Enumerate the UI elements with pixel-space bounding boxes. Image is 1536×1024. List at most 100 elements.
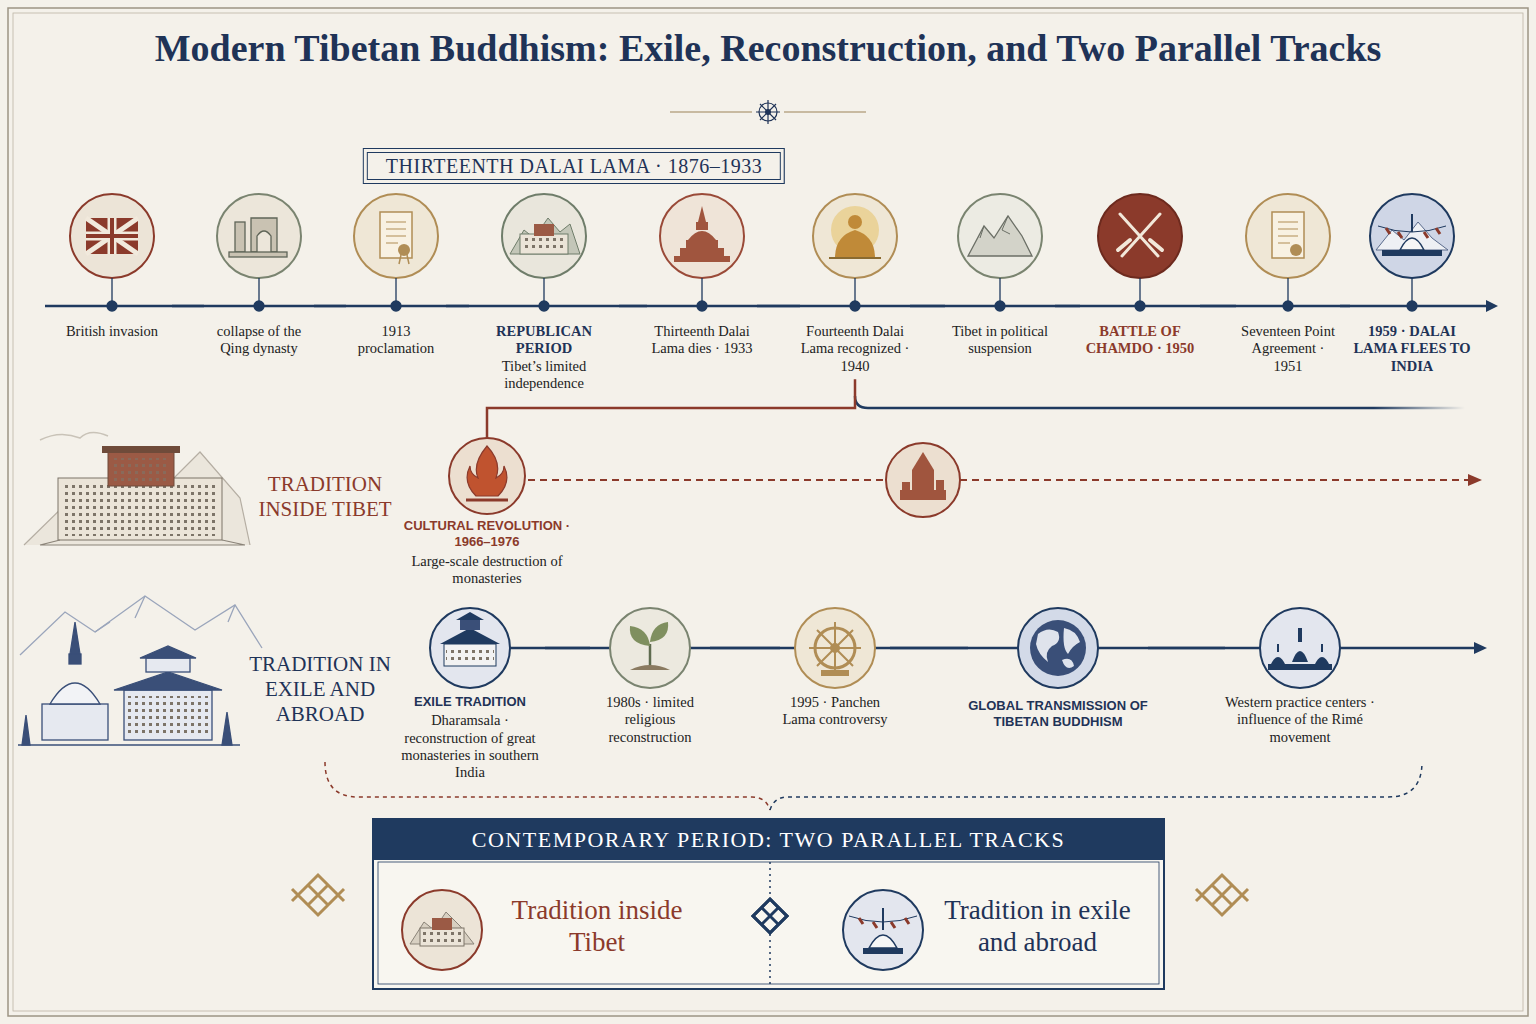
event-dots bbox=[391, 301, 401, 311]
exile-track bbox=[456, 612, 484, 620]
event-circles bbox=[229, 252, 287, 257]
event-node: British invasion bbox=[52, 193, 172, 340]
event-circles bbox=[354, 194, 438, 278]
exile-monastery-illustration bbox=[18, 596, 262, 745]
event-circles bbox=[502, 194, 586, 278]
potala-illustration bbox=[102, 446, 180, 453]
event-circles bbox=[217, 194, 301, 278]
event-circles bbox=[813, 194, 897, 278]
event-circles bbox=[534, 224, 554, 236]
node-heading: REPUBLICAN PERIOD bbox=[469, 323, 619, 358]
event-circles bbox=[688, 231, 716, 240]
timeline-connector bbox=[314, 305, 346, 308]
timeline-axis bbox=[1486, 300, 1498, 312]
page-frame bbox=[13, 13, 1523, 1011]
event-circles bbox=[86, 218, 138, 254]
exile-track bbox=[610, 608, 690, 688]
exile-track bbox=[650, 622, 668, 642]
exile-track bbox=[630, 626, 650, 646]
node-heading: Tradition in exile and abroad bbox=[933, 894, 1142, 959]
timeline-connector bbox=[446, 305, 469, 308]
node-heading: 1980s · limited religious reconstruction bbox=[590, 694, 710, 746]
exile-monastery-illustration bbox=[69, 654, 81, 664]
exile-monastery-illustration bbox=[140, 646, 196, 658]
summary-node: Tradition inside Tibet bbox=[397, 876, 697, 976]
event-circles bbox=[399, 255, 409, 264]
event-dots bbox=[254, 301, 264, 311]
contemporary-box-art bbox=[753, 899, 787, 933]
event-circles bbox=[1098, 194, 1182, 278]
event-circles bbox=[1272, 212, 1304, 258]
title-ornament bbox=[670, 100, 866, 124]
event-node: Fourteenth Dalai Lama recognized · 1940 bbox=[800, 193, 910, 375]
text-wrap: Tradition in exile and abroad bbox=[933, 894, 1142, 959]
node-heading: CONTEMPORARY PERIOD: TWO PARALLEL TRACKS bbox=[374, 820, 1163, 860]
track-node: Western practice centers · influence of … bbox=[1225, 608, 1375, 746]
node-heading: British invasion bbox=[52, 323, 172, 340]
event-node: Tibet in political suspension bbox=[945, 193, 1055, 358]
exile-track bbox=[440, 628, 500, 644]
diagram-title: Modern Tibetan Buddhism: Exile, Reconstr… bbox=[0, 26, 1536, 70]
event-circles bbox=[1400, 238, 1424, 250]
potala-illustration bbox=[24, 432, 250, 545]
timeline-connector bbox=[890, 647, 968, 650]
event-circles bbox=[1278, 222, 1298, 243]
exile-track bbox=[446, 648, 494, 662]
exile-monastery-illustration bbox=[114, 672, 222, 690]
node-heading: Thirteenth Dalai Lama dies · 1933 bbox=[647, 323, 757, 358]
node-body: Dharamsala · reconstruction of great mon… bbox=[395, 712, 545, 782]
exile-monastery-illustration bbox=[20, 596, 262, 655]
exile-track bbox=[1321, 644, 1323, 652]
inside-tibet-track bbox=[912, 452, 934, 470]
contemporary-box-art bbox=[432, 918, 452, 930]
exile-track bbox=[795, 608, 875, 688]
track-bracket bbox=[325, 762, 1422, 810]
node-heading: Seventeen Point Agreement · 1951 bbox=[1236, 323, 1340, 375]
contemporary-box-art bbox=[420, 928, 464, 946]
era-header-box: THIRTEENTH DALAI LAMA · 1876–1933 bbox=[363, 148, 785, 184]
timeline-connector bbox=[619, 305, 647, 308]
node-heading: 1913 proclamation bbox=[346, 323, 446, 358]
event-circles bbox=[1120, 214, 1160, 256]
event-circles bbox=[398, 244, 410, 256]
potala-illustration bbox=[112, 458, 170, 482]
event-circles bbox=[813, 194, 897, 278]
event-dots bbox=[1283, 301, 1293, 311]
node-heading: 1995 · Panchen Lama controversy bbox=[780, 694, 890, 729]
event-circles bbox=[968, 216, 1032, 256]
contemporary-box-art bbox=[849, 908, 917, 954]
exile-track bbox=[1474, 642, 1487, 654]
event-circles bbox=[958, 194, 1042, 278]
event-circles bbox=[1370, 194, 1454, 278]
event-circles bbox=[1118, 240, 1162, 250]
event-dots bbox=[112, 278, 1412, 306]
track-node: CULTURAL REVOLUTION · 1966–1976Large-sca… bbox=[397, 438, 577, 587]
exile-track bbox=[1268, 628, 1332, 670]
inside-tibet-track bbox=[936, 480, 944, 490]
node-heading: CULTURAL REVOLUTION · 1966–1976 bbox=[397, 518, 577, 551]
event-node: collapse of the Qing dynasty bbox=[204, 193, 314, 358]
contemporary-box-art bbox=[753, 899, 787, 933]
exile-track bbox=[809, 622, 861, 674]
node-heading: Tibet in political suspension bbox=[945, 323, 1055, 358]
contemporary-box: CONTEMPORARY PERIOD: TWO PARALLEL TRACKS… bbox=[372, 818, 1165, 990]
track-node: 1995 · Panchen Lama controversy bbox=[780, 608, 890, 729]
exile-track bbox=[1018, 608, 1098, 688]
event-circles bbox=[698, 206, 706, 222]
timeline-connector bbox=[1200, 305, 1236, 308]
exile-track bbox=[630, 665, 670, 670]
event-circles bbox=[251, 218, 277, 252]
node-heading: Fourteenth Dalai Lama recognized · 1940 bbox=[800, 323, 910, 375]
node-heading: collapse of the Qing dynasty bbox=[204, 323, 314, 358]
exile-monastery-illustration bbox=[128, 696, 208, 736]
event-circles bbox=[235, 222, 245, 252]
event-node: REPUBLICAN PERIODTibet’s limited indepen… bbox=[469, 193, 619, 393]
exile-monastery-illustration bbox=[146, 658, 190, 672]
track-label: TRADITION INSIDE TIBET bbox=[245, 472, 405, 522]
event-circles bbox=[674, 256, 730, 262]
event-circles bbox=[520, 234, 568, 254]
inside-tibet-track bbox=[912, 470, 934, 490]
node-heading: GLOBAL TRANSMISSION OF TIBETAN BUDDHISM bbox=[968, 698, 1148, 731]
event-circles bbox=[686, 240, 718, 248]
